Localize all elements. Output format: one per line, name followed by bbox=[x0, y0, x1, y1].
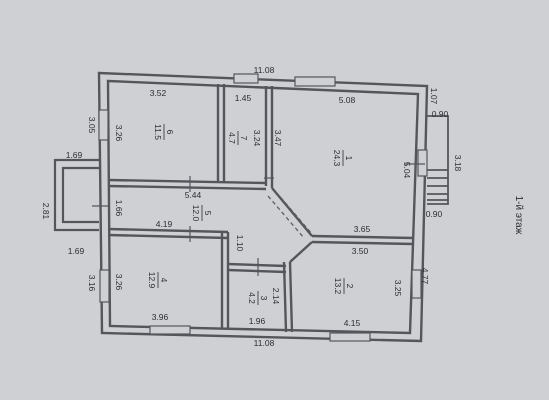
dim-room7-height: 3.24 bbox=[252, 130, 262, 147]
window-right-2 bbox=[411, 269, 422, 299]
wall-1-2 bbox=[311, 234, 414, 240]
wall-hall-room4 bbox=[107, 227, 229, 234]
dim-room2-bottom: 4.15 bbox=[344, 318, 361, 328]
room-7-label: 7 4.7 bbox=[227, 131, 249, 145]
dim-left-entry-height: 2.81 bbox=[41, 203, 51, 220]
window-left-1 bbox=[98, 109, 109, 141]
window-bottom-2 bbox=[329, 332, 371, 342]
room-labels: 6 11.5 7 4.7 1 24.3 5 12.0 4 12.9 bbox=[147, 124, 355, 305]
wall-diagonal bbox=[271, 187, 313, 237]
dim-right-top: 1.07 bbox=[429, 88, 439, 105]
room-5-label: 5 12.0 bbox=[191, 205, 213, 222]
dim-left-entry-bottom: 1.69 bbox=[68, 246, 85, 256]
dim-left-top-height: 3.05 bbox=[87, 117, 97, 134]
room-5-area: 12.0 bbox=[191, 205, 201, 222]
window-top-2 bbox=[294, 76, 336, 87]
dim-room1-top: 5.08 bbox=[339, 95, 356, 105]
room-3-number: 3 bbox=[259, 296, 269, 301]
room-4-area: 12.9 bbox=[147, 272, 157, 289]
dim-room4-height: 3.26 bbox=[114, 274, 124, 291]
dim-room4-bottom: 3.96 bbox=[152, 312, 169, 322]
wall-3-2 bbox=[282, 261, 288, 333]
window-right-1 bbox=[417, 149, 428, 177]
dim-room6-height: 3.26 bbox=[114, 125, 124, 142]
dim-room3-height: 2.14 bbox=[271, 288, 281, 305]
dim-room2-right: 3.25 bbox=[393, 280, 403, 297]
dim-porch-depth-bottom: 0.90 bbox=[426, 209, 443, 219]
walls bbox=[97, 71, 429, 343]
outer-wall-inner bbox=[106, 79, 420, 335]
door-marks bbox=[92, 163, 425, 276]
window-left-2 bbox=[99, 269, 110, 303]
window-bottom-1 bbox=[149, 325, 191, 335]
wall-hall-top bbox=[107, 178, 267, 185]
right-porch bbox=[427, 115, 449, 205]
dim-room3-bottom: 1.96 bbox=[249, 316, 266, 326]
dim-room4-top: 4.19 bbox=[156, 219, 173, 229]
dim-room5-gap: 1.10 bbox=[235, 235, 245, 252]
room-7-area: 4.7 bbox=[227, 132, 237, 144]
windows bbox=[98, 73, 428, 342]
room-6-label: 6 11.5 bbox=[153, 124, 175, 140]
room-4-label: 4 12.9 bbox=[147, 272, 169, 289]
room-6-number: 6 bbox=[165, 130, 175, 135]
dim-right-lower: 4.77 bbox=[420, 268, 430, 285]
dim-porch-width: 3.18 bbox=[453, 155, 463, 172]
room-2-label: 2 13.2 bbox=[333, 278, 355, 295]
window-top-1 bbox=[233, 73, 259, 84]
room-2-number: 2 bbox=[345, 284, 355, 289]
room-6-area: 11.5 bbox=[153, 124, 163, 140]
diagonal-opening bbox=[267, 191, 313, 239]
dimension-labels: 11.08 11.08 3.52 1.45 5.08 3.05 3.26 3.2… bbox=[41, 65, 463, 348]
dim-room2-top: 3.65 bbox=[354, 224, 371, 234]
room-5-number: 5 bbox=[203, 211, 213, 216]
room-2-area: 13.2 bbox=[333, 278, 343, 295]
room-1-number: 1 bbox=[344, 156, 354, 161]
dim-hall-width: 5.44 bbox=[185, 190, 202, 200]
dim-hall-height: 1.66 bbox=[114, 200, 124, 217]
room-3-label: 3 4.2 bbox=[247, 291, 269, 305]
room-1-area: 24.3 bbox=[332, 150, 342, 167]
room-1-label: 1 24.3 bbox=[332, 150, 354, 167]
dim-room2-top-inner: 3.50 bbox=[352, 246, 369, 256]
room-4-number: 4 bbox=[159, 278, 169, 283]
room-7-number: 7 bbox=[239, 136, 249, 141]
room-3-area: 4.2 bbox=[247, 292, 257, 304]
dim-room7-inner: 3.47 bbox=[273, 130, 283, 147]
dim-room1-right: 5.04 bbox=[402, 162, 412, 179]
wall-room3-top bbox=[227, 262, 287, 268]
dim-room6-top: 3.52 bbox=[150, 88, 167, 98]
left-entry bbox=[53, 158, 99, 232]
dim-bottom-width: 11.08 bbox=[254, 338, 275, 348]
dim-top-width: 11.08 bbox=[254, 65, 275, 75]
dim-porch-depth-top: 0.90 bbox=[432, 109, 449, 119]
dim-left-bottom-height: 3.16 bbox=[87, 275, 97, 292]
dim-left-entry-top: 1.69 bbox=[66, 150, 83, 160]
wall-corridor bbox=[289, 241, 313, 263]
floor-title: 1-й этаж bbox=[513, 196, 524, 235]
dim-room7-top: 1.45 bbox=[235, 93, 252, 103]
